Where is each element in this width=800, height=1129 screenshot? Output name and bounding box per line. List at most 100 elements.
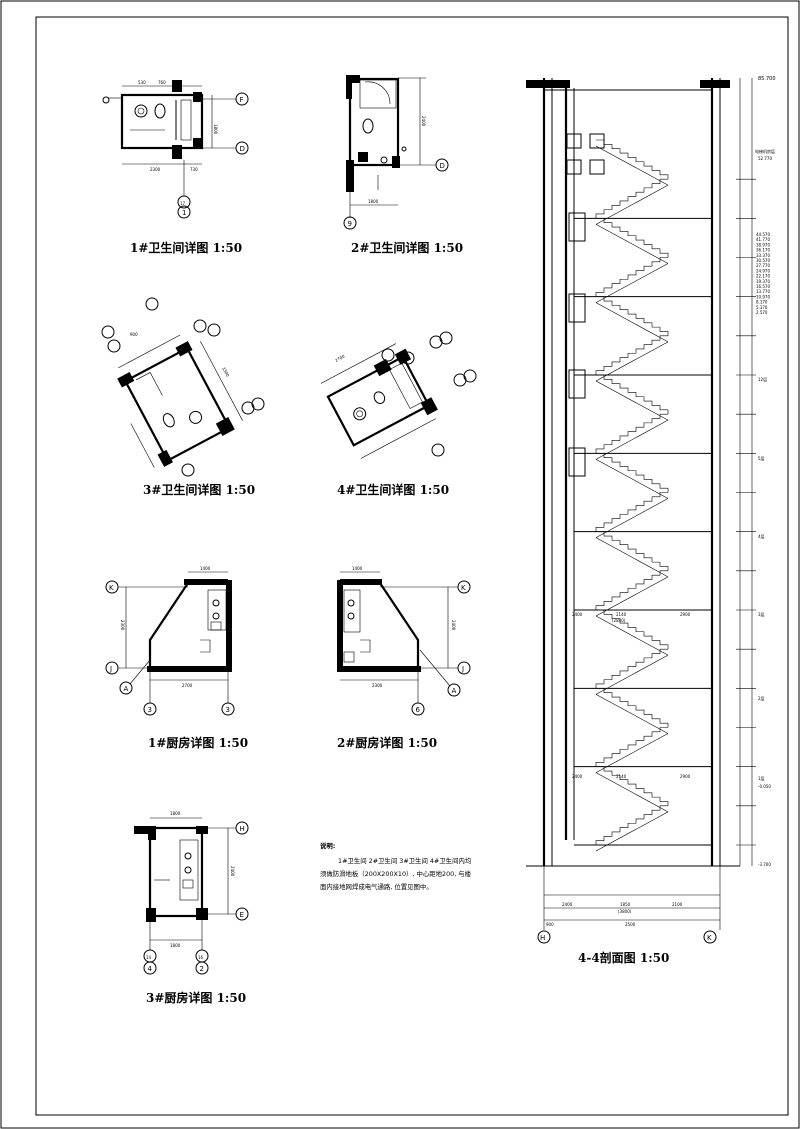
stair-flights — [574, 139, 756, 852]
wc1-dim-bottom-a: 2300 — [150, 167, 161, 172]
stair-flight — [596, 139, 669, 180]
k2-dim-top: 1400 — [352, 566, 363, 571]
stair-flight — [596, 296, 669, 336]
k3-grid-E: E — [240, 911, 244, 919]
wc3-dim-b: 3300 — [221, 366, 230, 378]
stair-slab — [595, 733, 669, 773]
notes-line-3: 面内接地网焊成电气通路, 位置见图中。 — [320, 882, 433, 891]
section-dim-total: 2500 — [625, 922, 636, 927]
stair-slab — [595, 615, 669, 656]
stair-slab — [595, 694, 669, 734]
elev-base: -3.700 — [758, 862, 771, 867]
wc1-grid-D: D — [240, 145, 245, 153]
k3-grid-16: 16 — [198, 955, 204, 960]
floor-elevation: 2.570 — [756, 310, 768, 315]
stair-slab — [595, 498, 669, 538]
floor-elevation: 16.570 — [756, 284, 770, 289]
stair-slab — [595, 772, 669, 813]
wc3-axis-bubble — [207, 323, 221, 337]
wc1-dim-top-a: 530 — [138, 80, 146, 85]
floor-elevation: 30.570 — [756, 258, 770, 263]
wc1-grid-17: 17 — [180, 201, 186, 206]
wc2-plan — [343, 75, 449, 230]
k3-plan — [134, 817, 249, 975]
section-dim-mid-c: 2900 — [680, 612, 691, 617]
stair-slab — [595, 537, 669, 578]
section-dim-bottom-sub: (3800) — [618, 909, 632, 914]
wc1-title: 1#卫生间详图 1:50 — [130, 240, 242, 255]
stair-slab — [595, 459, 669, 499]
elev-bottom-tag: -0.050 — [758, 784, 771, 789]
floor-elevation: 10.970 — [756, 294, 770, 299]
floor-elevation: 33.370 — [756, 253, 770, 258]
elev-tag-5: 5层 — [758, 455, 765, 461]
stair-slab — [595, 811, 669, 852]
wc3-dim-a: 900 — [130, 332, 138, 337]
k1-grid-J: J — [109, 665, 112, 673]
notes-line-1: 1#卫生间 2#卫生间 3#卫生间 4#卫生间内均 — [338, 856, 471, 865]
stair-flight — [595, 727, 668, 767]
wc4-axis-bubble — [401, 351, 415, 365]
elev-roof-label: 电梯机房层 — [755, 148, 775, 154]
wc4-title: 4#卫生间详图 1:50 — [337, 482, 449, 497]
floor-elevation: 5.370 — [756, 305, 768, 310]
wc2-grid-9: 9 — [348, 220, 352, 228]
elev-tag-1: 1层 — [758, 775, 765, 781]
stair-flight — [596, 609, 669, 650]
wc1-grid-1: 1 — [182, 209, 186, 217]
stair-flight — [595, 648, 668, 689]
elev-tag-4: 4层 — [758, 533, 765, 539]
k1-dim-side: 2300 — [120, 620, 125, 631]
stair-slab — [595, 380, 669, 421]
floor-elevation: 19.370 — [756, 279, 770, 284]
wc1-plan — [102, 80, 249, 219]
section-dim-mid-b2: 2140 — [616, 774, 627, 779]
k2-title: 2#厨房详图 1:50 — [337, 735, 437, 750]
wc2-dim-side: 2400 — [421, 116, 426, 127]
k1-grid-3b: 3 — [226, 706, 230, 714]
k3-grid-4: 4 — [148, 965, 153, 973]
stair-flight — [595, 178, 668, 219]
stair-slab — [595, 145, 669, 186]
wc4-dim: 2700 — [334, 353, 346, 362]
floor-elevation: 8.170 — [756, 300, 768, 305]
k1-dim-top: 1400 — [200, 566, 211, 571]
stair-slab — [595, 341, 669, 382]
wc4-axis-bubble — [431, 443, 445, 457]
wc3-axis-bubble — [251, 397, 265, 411]
k3-grid-2: 2 — [200, 965, 204, 973]
wc1-grid-F: F — [240, 96, 244, 104]
k1-plan — [105, 571, 235, 716]
stair-flight — [595, 805, 668, 845]
wc4-axis-bubble — [439, 331, 453, 345]
wc3-plan — [117, 334, 243, 468]
floor-elevation: 41.770 — [756, 237, 770, 242]
elev-top: 85.700 — [758, 76, 776, 82]
section-dim-left: 900 — [546, 922, 554, 927]
stair-flight — [595, 413, 668, 454]
stair-slab — [595, 224, 669, 264]
notes-heading: 说明: — [320, 841, 335, 850]
floor-elevation: 24.970 — [756, 268, 770, 273]
floor-elevation: 44.570 — [756, 232, 770, 237]
k2-grid-A: A — [452, 687, 457, 695]
sheet-inner-border — [35, 16, 789, 1116]
wc2-grid-D: D — [440, 162, 445, 170]
k2-grid-K: K — [461, 584, 466, 592]
k2-dim-side: 2400 — [451, 620, 456, 631]
wc3-axis-bubble — [193, 319, 207, 333]
k1-grid-K: K — [109, 584, 114, 592]
k1-grid-3a: 3 — [148, 706, 152, 714]
k2-grid-J: J — [461, 665, 464, 673]
k3-dim-top: 1800 — [170, 811, 181, 816]
stair-slab — [595, 576, 669, 617]
stair-slab — [595, 184, 669, 225]
floor-elevation: 36.170 — [756, 248, 770, 253]
elev-tag-2: 2层 — [758, 695, 765, 701]
wc1-dim-side: 1800 — [213, 124, 218, 135]
stair-flight — [596, 688, 669, 728]
wc3-axis-bubble — [101, 325, 115, 339]
stair-slab — [595, 263, 669, 303]
wc3-axis-bubble — [107, 339, 121, 353]
